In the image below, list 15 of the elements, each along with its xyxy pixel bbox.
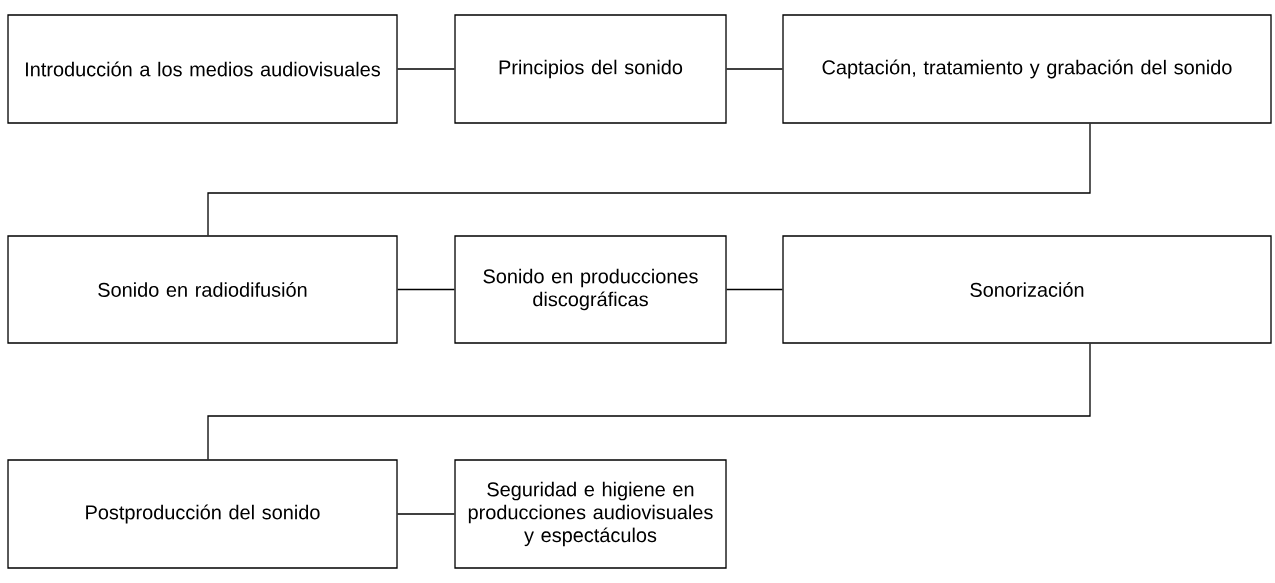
connector-line: [726, 68, 783, 70]
connector-line: [726, 288, 783, 291]
process-box: Principios del sonido: [454, 14, 727, 124]
process-box: Postproducción del sonido: [7, 459, 398, 569]
process-box: Sonido en radiodifusión: [7, 235, 398, 344]
process-box: Captación, tratamiento y grabación del sonido: [782, 14, 1272, 124]
process-box: Seguridad e higiene en producciones audiovisuales y espectáculos: [454, 459, 727, 569]
connector-line: [207, 123, 1091, 236]
connector-line: [397, 513, 455, 515]
connector-line: [397, 288, 455, 291]
connector-line: [207, 343, 1091, 460]
process-box: Sonido en producciones discográficas: [454, 235, 727, 344]
process-box: Sonorización: [782, 235, 1272, 344]
process-box: Introducción a los medios audiovisuales: [7, 14, 398, 124]
connector-line: [397, 68, 455, 70]
